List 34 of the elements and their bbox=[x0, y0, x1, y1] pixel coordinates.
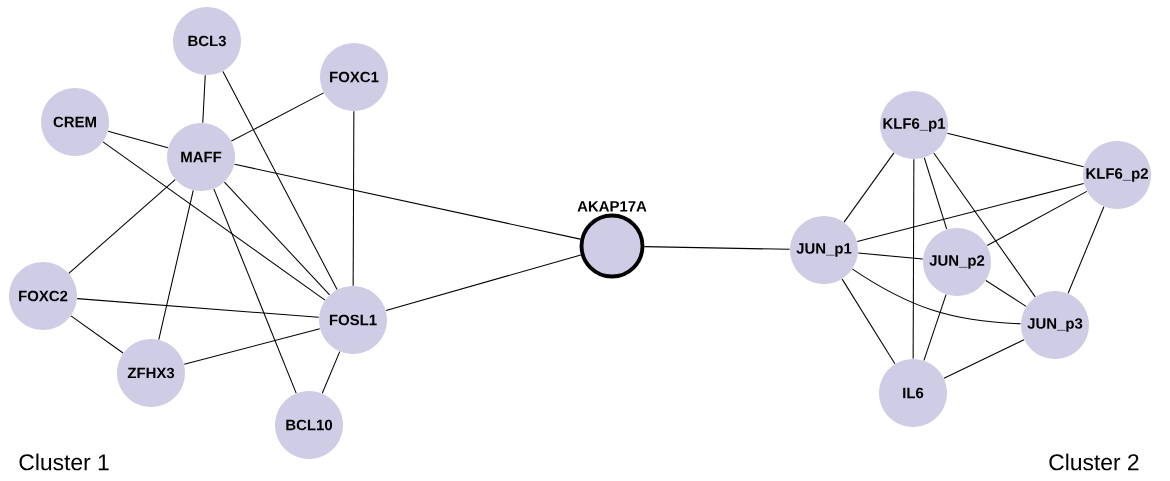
edge-line bbox=[841, 278, 896, 365]
edge-line bbox=[1067, 206, 1105, 294]
edge-line bbox=[923, 294, 947, 361]
edge-line bbox=[643, 246, 791, 250]
edge-line bbox=[943, 339, 1025, 379]
edge-line bbox=[321, 351, 341, 394]
cluster-label: Cluster 2 bbox=[1049, 453, 1139, 471]
edge-line bbox=[843, 152, 895, 223]
edge-line bbox=[857, 252, 924, 260]
node-label: AKAP17A bbox=[577, 201, 647, 212]
cluster-label: Cluster 1 bbox=[19, 453, 109, 471]
edge-line bbox=[76, 298, 320, 318]
edge-line bbox=[856, 182, 1085, 242]
edge-line bbox=[946, 132, 1085, 168]
edge-line bbox=[986, 190, 1088, 247]
edge-line bbox=[213, 188, 297, 394]
edge-line bbox=[107, 130, 169, 149]
edge-line bbox=[202, 74, 206, 124]
edge-line bbox=[222, 70, 338, 291]
edge-line bbox=[230, 92, 325, 142]
edge-line bbox=[923, 157, 948, 230]
edge-line bbox=[912, 158, 915, 360]
edge-line bbox=[933, 152, 1036, 298]
edge-line bbox=[352, 110, 355, 287]
edge-line bbox=[102, 141, 326, 301]
edge-line bbox=[183, 328, 321, 365]
edge-line bbox=[385, 254, 582, 312]
edge-line bbox=[851, 268, 1022, 325]
edge-line bbox=[223, 181, 331, 296]
edge-line bbox=[158, 189, 194, 341]
edge-line bbox=[68, 179, 176, 274]
edge-line bbox=[985, 280, 1027, 307]
edge-line bbox=[234, 163, 581, 240]
edge-line bbox=[70, 315, 124, 354]
